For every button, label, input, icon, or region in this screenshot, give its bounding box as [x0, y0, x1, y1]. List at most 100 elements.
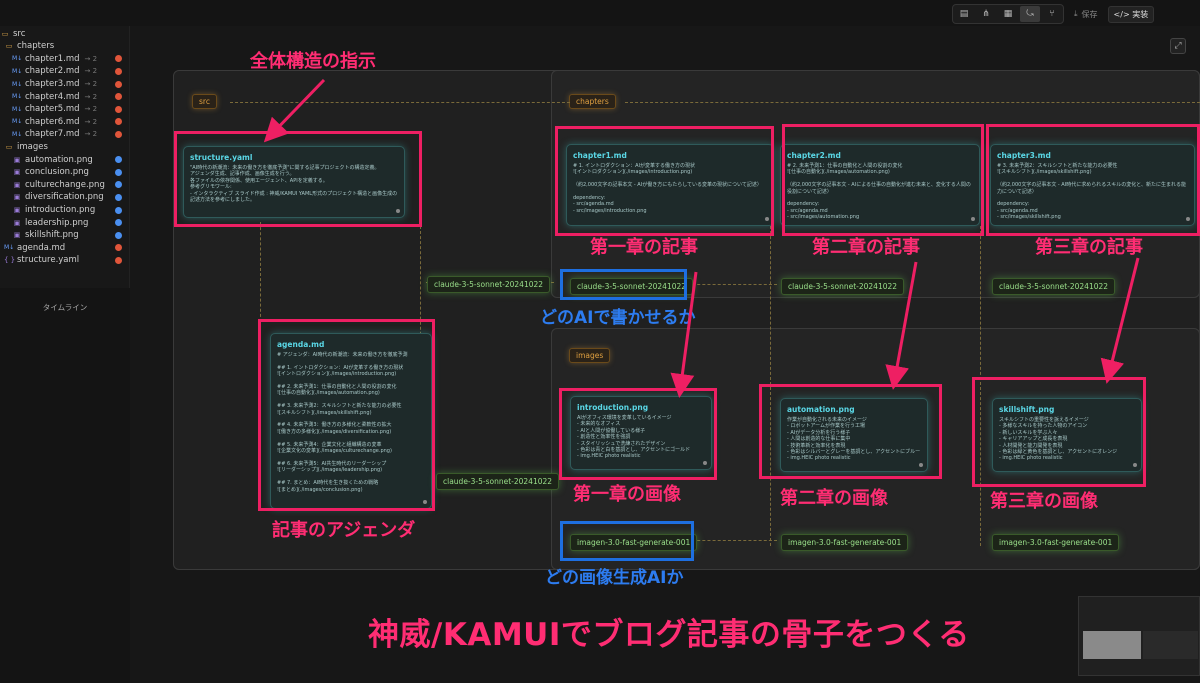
save-label: 保存 [1081, 9, 1098, 19]
branch-view-icon[interactable]: ⑂ [1049, 9, 1055, 19]
minimap[interactable] [1078, 596, 1200, 676]
output-port-icon[interactable] [396, 209, 400, 213]
image-icon: ▣ [13, 206, 21, 215]
annotation-chapter2: 第二章の記事 [812, 237, 920, 258]
tree-item-label: leadership.png [25, 217, 89, 228]
annotation-image3: 第三章の画像 [990, 491, 1098, 512]
flow-canvas[interactable]: src chapters images structure.yaml "AI時代… [130, 26, 1200, 683]
tree-item-dependency-count: → 2 [84, 80, 98, 89]
node-skillshift-png[interactable]: skillshift.png スキルシフトの重要性を訴えるイメージ - 多様なス… [992, 398, 1142, 472]
layout-view-icon[interactable]: ▦ [1003, 9, 1013, 19]
code-icon: </> [1113, 9, 1130, 19]
tree-file[interactable]: M↓chapter2.md→ 2 [0, 65, 130, 78]
model-chip-sonnet[interactable]: claude-3-5-sonnet-20241022 [570, 278, 694, 295]
implement-button[interactable]: </> 実装 [1107, 5, 1155, 23]
image-icon: ▣ [13, 155, 21, 164]
tree-file[interactable]: ▣ culturechange.png [0, 179, 130, 192]
images-group-tag[interactable]: images [569, 348, 611, 363]
arrow-image3 [1100, 257, 1140, 384]
tree-root-label: src [13, 29, 26, 40]
status-dot-icon [115, 130, 122, 138]
md-icon: M↓ [12, 80, 23, 88]
tree-file[interactable]: M↓chapter1.md→ 2 [0, 53, 130, 66]
output-port-icon[interactable] [1186, 217, 1190, 221]
tree-file[interactable]: M↓chapter5.md→ 2 [0, 103, 130, 116]
tree-item-label: chapter1.md [25, 53, 80, 64]
tree-file[interactable]: M↓chapter7.md → 2 [0, 128, 130, 141]
image-icon: ▣ [13, 180, 21, 189]
model-chip-sonnet[interactable]: claude-3-5-sonnet-20241022 [436, 473, 560, 490]
annotation-image2: 第二章の画像 [780, 488, 888, 509]
tree-file[interactable]: ▣skillshift.png [0, 229, 130, 242]
wire-chapters-out [625, 102, 1200, 103]
arrow-image1 [670, 271, 698, 398]
tree-file[interactable]: ▣ introduction.png [0, 204, 130, 217]
tree-item-label: skillshift.png [25, 230, 79, 241]
tree-file[interactable]: ▣conclusion.png [0, 166, 130, 179]
flow-view-icon[interactable]: ⤿ [1020, 6, 1040, 22]
md-icon: M↓ [12, 118, 23, 126]
tree-file[interactable]: M↓agenda.md [0, 242, 130, 255]
node-title: chapter2.md [787, 151, 841, 160]
tree-item-label: chapter7.md [25, 129, 80, 140]
tree-file[interactable]: { }structure.yaml [0, 254, 130, 267]
tree-item-label: chapter2.md [25, 66, 80, 77]
status-dot-icon [115, 80, 122, 88]
tree-root[interactable]: ▭ src [0, 28, 130, 41]
model-chip-sonnet[interactable]: claude-3-5-sonnet-20241022 [992, 278, 1116, 295]
tree-folder[interactable]: ▭images [0, 141, 130, 154]
node-chapter2-md[interactable]: chapter2.md # 2. 未来予測1：仕事の自動化と人間の役割の変化 !… [780, 144, 980, 226]
highlight-image3 [972, 377, 1146, 487]
image-icon: ▣ [13, 168, 21, 177]
tree-folder[interactable]: ▭chapters [0, 40, 130, 53]
wire-col-3 [980, 226, 981, 546]
tree-file[interactable]: ▣leadership.png [0, 216, 130, 229]
tree-file[interactable]: M↓chapter6.md→ 2 [0, 116, 130, 129]
node-automation-png[interactable]: automation.png 作業が自動化される未来のイメージ - ロボットアー… [780, 398, 928, 472]
tree-item-dependency-count: → 2 [84, 130, 98, 139]
node-structure-yaml[interactable]: structure.yaml "AI時代の新潮流：未来の働き方を徹底予測"に関す… [183, 146, 405, 218]
tree-item-label: images [17, 142, 48, 153]
output-port-icon[interactable] [971, 217, 975, 221]
expand-icon[interactable]: ⤢ [1170, 38, 1186, 54]
annotation-chapter1: 第一章の記事 [590, 237, 698, 258]
output-port-icon[interactable] [765, 217, 769, 221]
model-chip-imagen[interactable]: imagen-3.0-fast-generate-001 [992, 534, 1120, 551]
node-title: automation.png [787, 405, 855, 414]
output-port-icon[interactable] [919, 463, 923, 467]
src-group-tag[interactable]: src [192, 94, 217, 109]
document-view-icon[interactable]: ▤ [959, 9, 969, 19]
chapters-group-tag[interactable]: chapters [569, 94, 616, 109]
model-chip-sonnet[interactable]: claude-3-5-sonnet-20241022 [427, 276, 551, 293]
tree-view-icon[interactable]: ⋔ [982, 9, 990, 19]
output-port-icon[interactable] [1133, 463, 1137, 467]
tree-item-label: culturechange.png [25, 179, 105, 190]
tree-item-label: introduction.png [25, 205, 96, 216]
status-dot-icon [115, 55, 122, 63]
node-chapter3-md[interactable]: chapter3.md # 3. 未来予測2：スキルシフトと新たな能力の必要性 … [990, 144, 1195, 226]
node-agenda-md[interactable]: agenda.md # アジェンダ：AI時代の新潮流：未来の働き方を徹底予測 #… [270, 333, 432, 509]
model-chip-sonnet[interactable]: claude-3-5-sonnet-20241022 [781, 278, 905, 295]
node-chapter1-md[interactable]: chapter1.md # 1. イントロダクション：AIが変革する働き方の現状… [566, 144, 774, 226]
tree-item-label: agenda.md [17, 242, 66, 253]
model-chip-imagen[interactable]: imagen-3.0-fast-generate-001 [781, 534, 909, 551]
node-introduction-png[interactable]: introduction.png AIがオフィス環境を変革しているイメージ - … [570, 396, 712, 470]
tree-item-label: automation.png [25, 154, 93, 165]
output-port-icon[interactable] [423, 500, 427, 504]
node-body: AIがオフィス環境を変革しているイメージ - 未来的なオフィス - AIと人間が… [577, 415, 691, 460]
tree-file[interactable]: ▣ automation.png [0, 153, 130, 166]
save-button[interactable]: ⤓ 保存 [1074, 9, 1098, 20]
tree-file[interactable]: ▣diversification.png [0, 191, 130, 204]
output-port-icon[interactable] [703, 461, 707, 465]
tree-file[interactable]: M↓chapter4.md→ 2 [0, 90, 130, 103]
minimap-viewport[interactable] [1083, 631, 1141, 659]
implement-label: 実装 [1132, 9, 1149, 19]
tree-file[interactable]: M↓chapter3.md→ 2 [0, 78, 130, 91]
md-icon: M↓ [12, 130, 23, 138]
timeline-tab[interactable]: タイムライン [42, 303, 88, 312]
model-chip-imagen[interactable]: imagen-3.0-fast-generate-001 [570, 534, 698, 551]
tree-item-dependency-count: → 2 [84, 54, 98, 63]
highlight-image2 [759, 384, 942, 479]
node-body: スキルシフトの重要性を訴えるイメージ - 多様なスキルを持った人物のアイコン -… [999, 417, 1118, 462]
highlight-structure [174, 131, 422, 227]
